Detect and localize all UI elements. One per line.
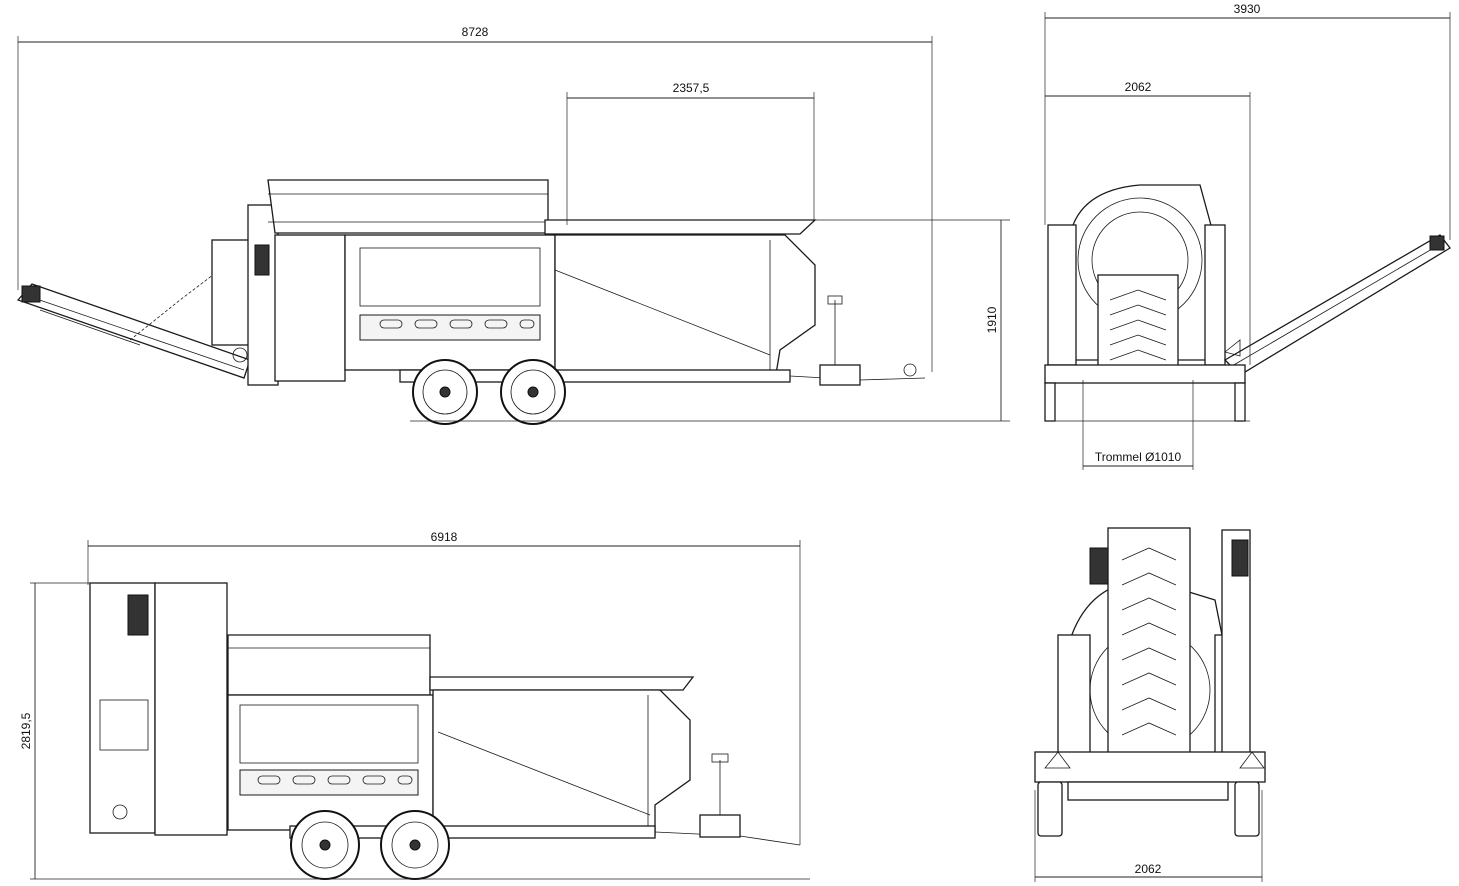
dim-height: 1910 bbox=[815, 219, 1010, 421]
side-view-transport: 6918 2819,5 bbox=[19, 530, 810, 880]
wheel-side-2 bbox=[500, 359, 566, 425]
dim-front-overall-width: 3930 bbox=[1044, 2, 1451, 240]
chevron-belt-rear bbox=[1121, 547, 1177, 736]
front-view-working: 3930 2062 Trommel Ø1010 bbox=[1044, 2, 1451, 470]
dim-text-1910: 1910 bbox=[985, 306, 999, 333]
wheel-transport-1 bbox=[290, 810, 360, 880]
dim-text-3930: 3930 bbox=[1234, 2, 1261, 16]
dim-text-6918: 6918 bbox=[431, 530, 458, 544]
wheel-transport-2 bbox=[380, 810, 450, 880]
dim-overall-length: 8728 bbox=[17, 25, 933, 372]
dim-text-trommel: Trommel Ø1010 bbox=[1095, 450, 1182, 464]
side-view-working: 8728 2357,5 1910 bbox=[16, 25, 1010, 425]
dim-trommel-diameter: Trommel Ø1010 bbox=[1082, 380, 1194, 470]
dim-text-8728: 8728 bbox=[462, 25, 489, 39]
wheel-side-1 bbox=[412, 359, 478, 425]
dim-transport-length: 6918 bbox=[87, 530, 801, 845]
dim-text-2062-rear: 2062 bbox=[1135, 862, 1162, 876]
dim-transport-height: 2819,5 bbox=[19, 582, 95, 879]
dim-text-2819: 2819,5 bbox=[19, 712, 33, 749]
slot-row-side bbox=[379, 319, 535, 329]
rear-view-transport: 2062 bbox=[1034, 527, 1266, 882]
dim-rear-width: 2062 bbox=[1034, 790, 1263, 882]
dim-text-2062-front: 2062 bbox=[1125, 80, 1152, 94]
slot-row-transport bbox=[257, 775, 413, 785]
dim-hopper-length: 2357,5 bbox=[566, 81, 815, 225]
chevron-belt-front bbox=[1109, 289, 1167, 361]
dim-front-body-width: 2062 bbox=[1045, 80, 1251, 365]
dim-text-2357: 2357,5 bbox=[673, 81, 710, 95]
